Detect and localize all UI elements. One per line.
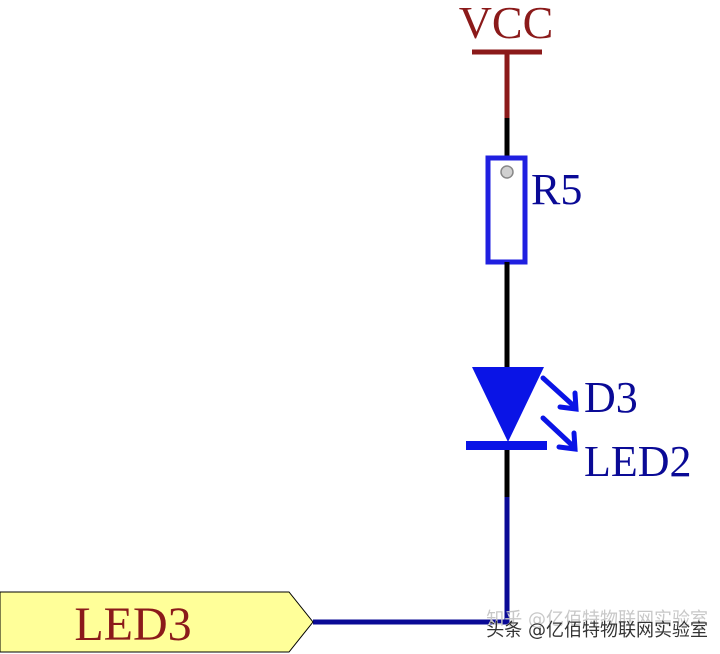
led-d3: D3 LED2 — [466, 367, 692, 486]
r5-designator: R5 — [531, 165, 582, 214]
d3-value: LED2 — [584, 437, 692, 486]
vcc-label: VCC — [459, 0, 554, 48]
net-port-led3: LED3 — [0, 591, 314, 653]
resistor-r5: R5 — [485, 155, 582, 265]
led-cathode-bar — [466, 441, 547, 450]
vcc-power-symbol: VCC — [459, 0, 554, 118]
watermark-text: 头条 @亿佰特物联网实验室 — [486, 620, 708, 641]
watermark: 知乎 @亿佰特物联网实验室 头条 @亿佰特物联网实验室 — [486, 609, 708, 641]
emission-arrows — [540, 375, 579, 452]
led-triangle — [472, 367, 544, 442]
net-port-label: LED3 — [74, 598, 191, 651]
d3-designator: D3 — [584, 373, 638, 422]
watermark-faint-text: 知乎 @亿佰特物联网实验室 — [486, 609, 708, 630]
pin1-marker — [500, 165, 514, 179]
net-port-shape — [0, 591, 314, 653]
